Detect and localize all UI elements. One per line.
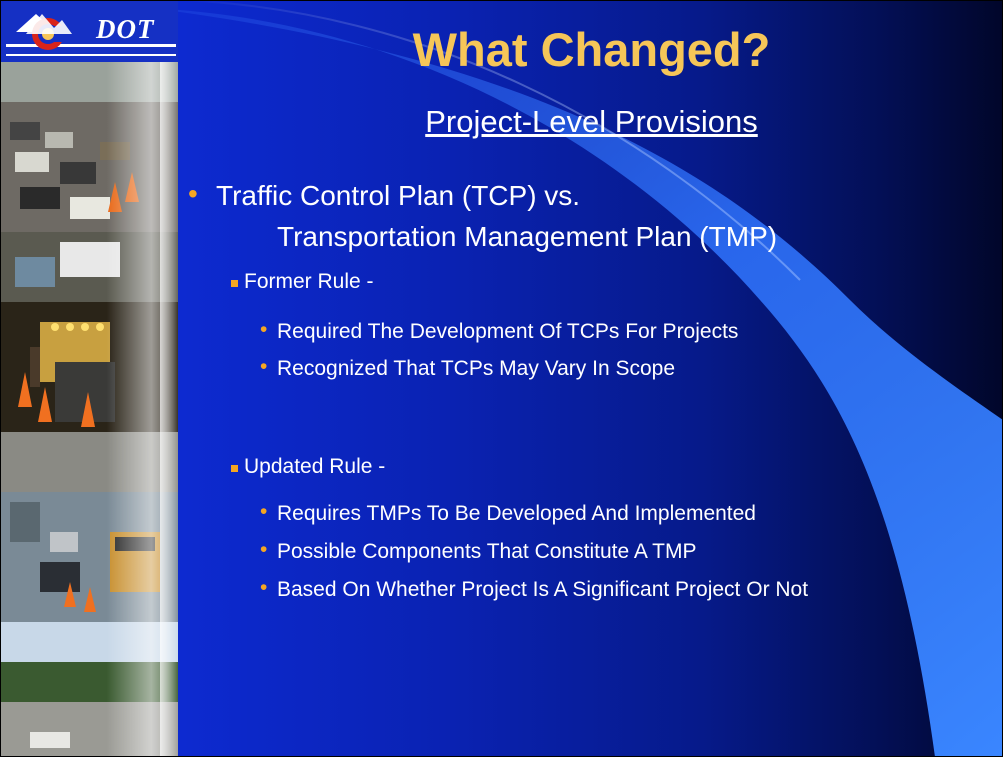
former-rule-heading: Former Rule - (244, 270, 374, 293)
bullet-tcp-vs-tmp-line2: Transportation Management Plan (TMP) (277, 221, 778, 252)
former-rule-item-2: Recognized That TCPs May Vary In Scope (277, 357, 676, 380)
slide-title: What Changed? (412, 23, 771, 76)
bullet-square (231, 465, 238, 472)
updated-rule-heading: Updated Rule - (244, 455, 386, 478)
logo-panel: DOT (0, 0, 178, 62)
slide-subtitle: Project-Level Provisions (425, 104, 758, 139)
traffic-photo-collage (0, 62, 178, 757)
cdot-logo-icon (6, 14, 176, 56)
bullet-dot: • (188, 178, 198, 209)
logo-text: DOT (96, 14, 155, 44)
bullet-dot: • (260, 576, 268, 599)
bullet-square (231, 280, 238, 287)
former-rule-item-1: Required The Development Of TCPs For Pro… (277, 320, 739, 343)
updated-rule-item-1: Requires TMPs To Be Developed And Implem… (277, 502, 756, 525)
bullet-dot: • (260, 538, 268, 561)
bullet-dot: • (260, 318, 268, 341)
updated-rule-item-3: Based On Whether Project Is A Significan… (277, 578, 809, 601)
sidebar-edge (160, 62, 178, 757)
updated-rule-item-2: Possible Components That Constitute A TM… (277, 540, 697, 563)
bullet-dot: • (260, 500, 268, 523)
bullet-tcp-vs-tmp-line1: Traffic Control Plan (TCP) vs. (216, 180, 581, 211)
bullet-dot: • (260, 355, 268, 378)
